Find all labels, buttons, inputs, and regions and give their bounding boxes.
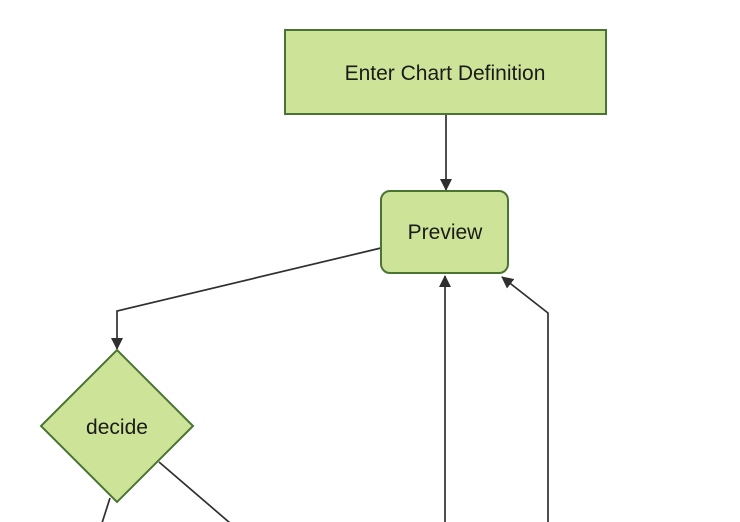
edge-offscreen-to-preview-corner [501, 276, 549, 522]
node-preview [380, 190, 509, 274]
node-layer: Enter Chart Definition Preview decide [39, 29, 607, 504]
node-enter-chart-definition [284, 29, 607, 115]
edge-decide-to-offscreen-right [158, 461, 231, 522]
node-label-decide: decide [86, 416, 148, 439]
edge-preview-to-decide [111, 247, 382, 350]
node-label-preview: Preview [408, 221, 484, 244]
edge-decide-to-offscreen-left [101, 497, 111, 522]
edge-layer [101, 114, 549, 522]
node-label-enter-chart-definition: Enter Chart Definition [345, 62, 546, 85]
node-decide [39, 348, 195, 504]
